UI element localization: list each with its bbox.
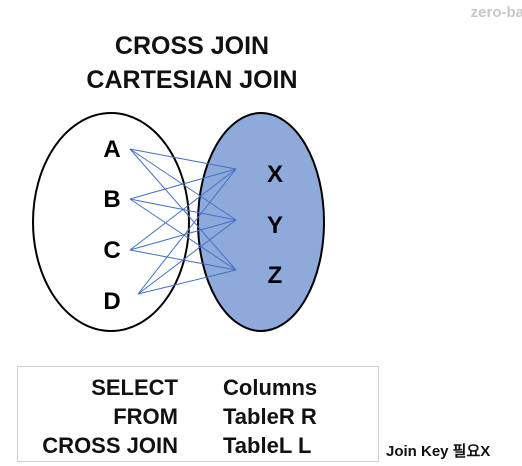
right-item-y: Y	[267, 212, 283, 239]
right-item-z: Z	[268, 262, 283, 289]
sql-argument-table-r: TableR R	[223, 404, 317, 429]
venn-diagram: A B C D X Y Z	[32, 112, 325, 332]
watermark: zero-ba	[470, 4, 522, 21]
connector-a-x	[129, 148, 237, 170]
title-line-2: CARTESIAN JOIN	[86, 66, 298, 94]
connector-b-x	[129, 168, 237, 200]
connector-c-y	[129, 219, 237, 251]
connector-d-x	[137, 168, 237, 295]
left-item-a: A	[103, 136, 120, 163]
connector-d-y	[137, 219, 237, 295]
title-line-1: CROSS JOIN	[114, 32, 270, 60]
connector-lines	[129, 148, 237, 295]
sql-keyword-select: SELECT	[91, 375, 178, 400]
left-item-c: C	[103, 237, 120, 264]
sql-keyword-from: FROM	[113, 404, 178, 429]
left-item-b: B	[103, 186, 120, 213]
sql-argument-table-l: TableL L	[223, 433, 312, 458]
connector-c-x	[129, 168, 237, 251]
join-key-note: Join Key 필요X	[386, 443, 491, 460]
sql-statement-box: SELECT Columns FROM TableR R CROSS JOIN …	[17, 366, 379, 462]
right-item-x: X	[267, 161, 283, 188]
sql-keyword-cross-join: CROSS JOIN	[42, 433, 178, 458]
right-set-ellipse	[197, 112, 325, 332]
sql-argument-columns: Columns	[223, 375, 318, 400]
connector-d-z	[137, 269, 237, 295]
left-set-ellipse	[32, 112, 190, 332]
left-item-d: D	[103, 288, 120, 315]
